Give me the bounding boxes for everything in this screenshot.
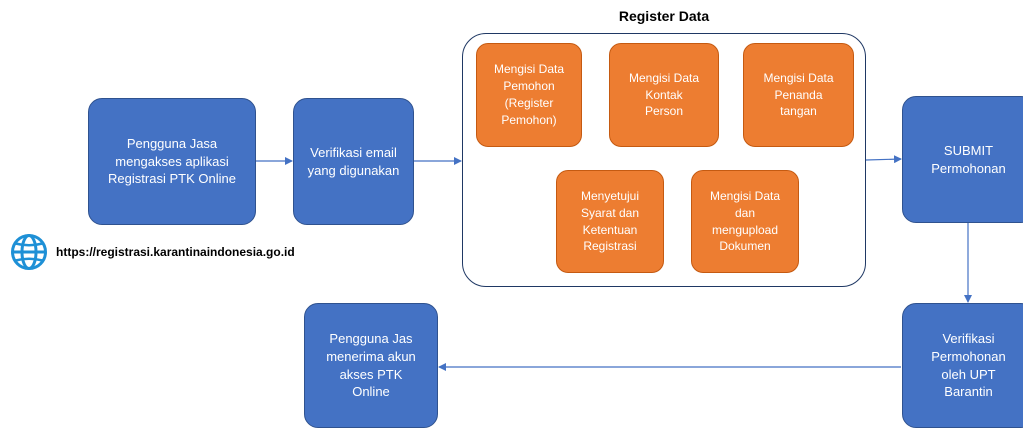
step-fill-signatory: Mengisi Data Penanda tangan [743, 43, 854, 147]
registration-url-row: https://registrasi.karantinaindonesia.go… [10, 233, 295, 271]
step-upt-verification: Verifikasi Permohonan oleh UPT Barantin [902, 303, 1023, 428]
step-email-verification: Verifikasi email yang digunakan [293, 98, 414, 225]
step-user-access-app: Pengguna Jasa mengakses aplikasi Registr… [88, 98, 256, 225]
step-fill-applicant-data: Mengisi Data Pemohon (Register Pemohon) [476, 43, 582, 147]
register-data-title: Register Data [618, 8, 710, 24]
globe-icon [10, 233, 48, 271]
step-agree-terms: Menyetujui Syarat dan Ketentuan Registra… [556, 170, 664, 273]
registration-url[interactable]: https://registrasi.karantinaindonesia.go… [56, 245, 295, 259]
arrow-register-to-submit [865, 155, 902, 164]
step-upload-documents: Mengisi Data dan mengupload Dokumen [691, 170, 799, 273]
step-submit-application: SUBMIT Permohonan [902, 96, 1023, 223]
step-account-received: Pengguna Jas menerima akun akses PTK Onl… [304, 303, 438, 428]
step-fill-contact-person: Mengisi Data Kontak Person [609, 43, 719, 147]
